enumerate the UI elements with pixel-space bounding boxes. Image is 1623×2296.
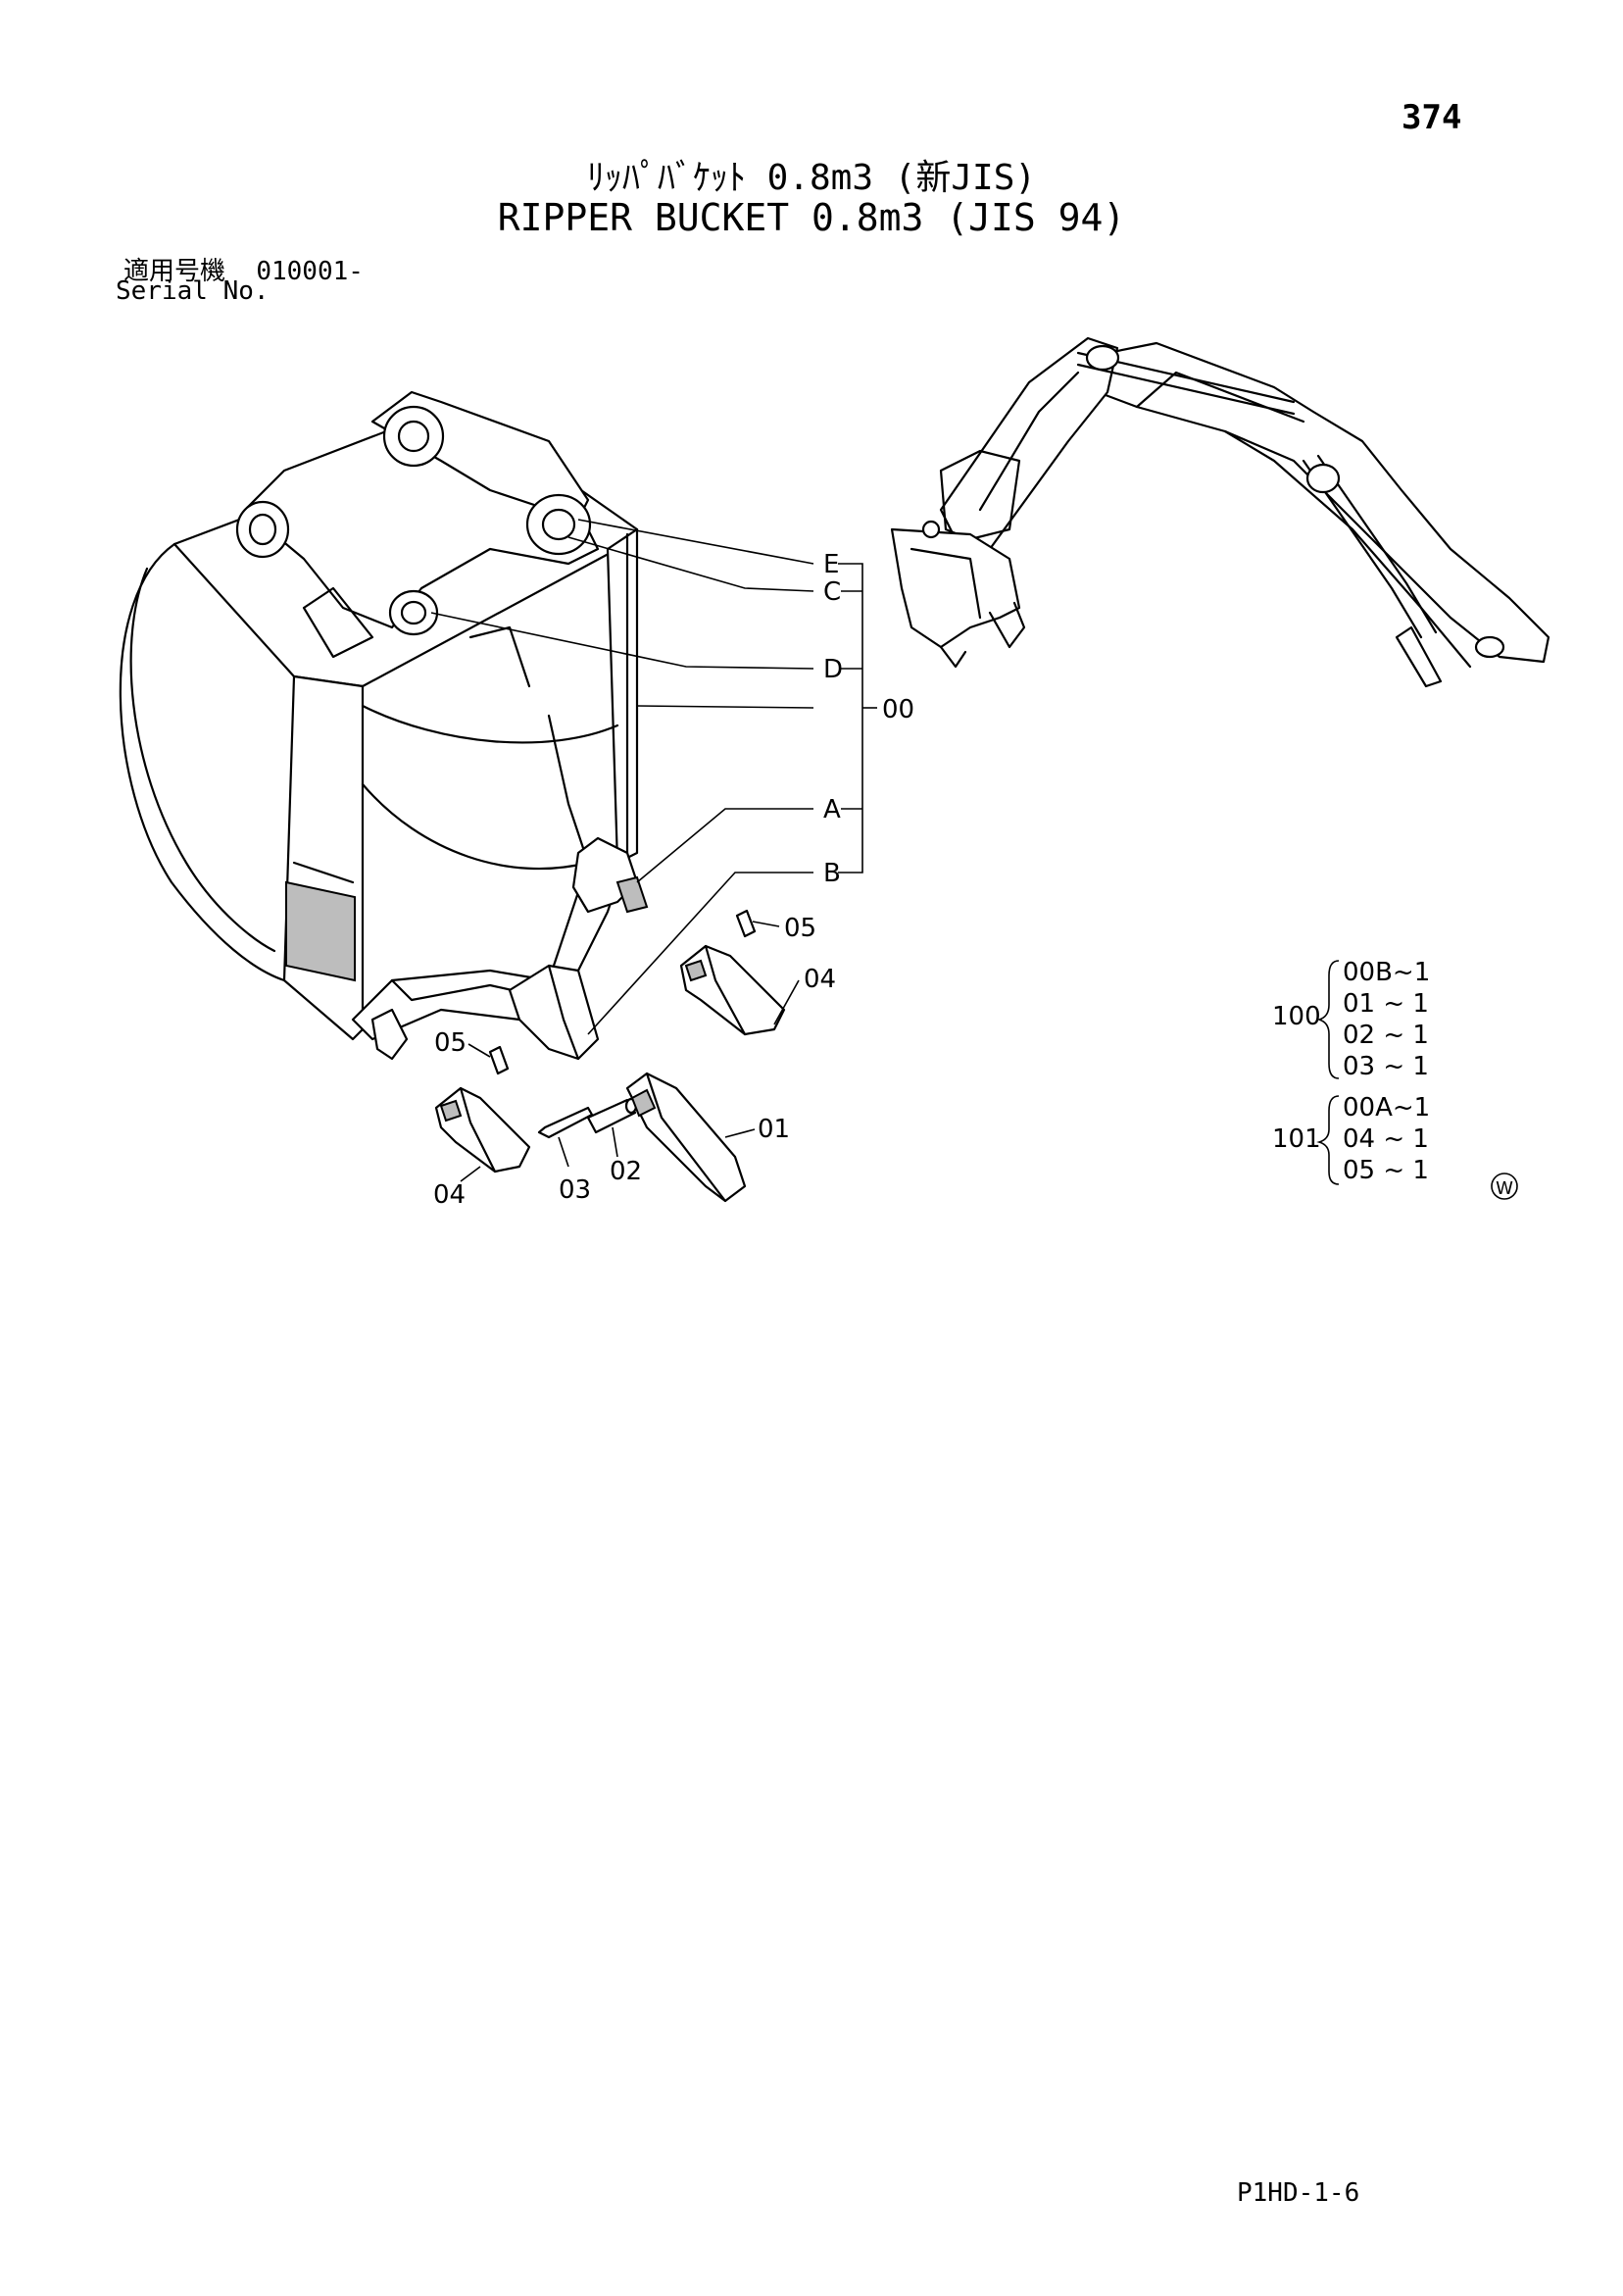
callout-00: 00 xyxy=(882,695,914,724)
w-mark: W xyxy=(1491,1173,1518,1200)
callout-02: 02 xyxy=(610,1157,642,1186)
document-code: P1HD-1-6 xyxy=(1237,2178,1360,2208)
title-japanese: ﾘｯﾊﾟﾊﾞｹｯﾄ 0.8m3 (新JIS) xyxy=(586,158,1037,198)
callout-C: C xyxy=(823,577,841,607)
kit-101-item-1: 00A~1 xyxy=(1343,1093,1430,1123)
kit-101: 101 00A~1 04 ~ 1 05 ~ 1 xyxy=(1272,1093,1430,1185)
title-english: RIPPER BUCKET 0.8m3 (JIS 94) xyxy=(497,196,1126,239)
callout-labels: E C D 00 A B 05 04 05 04 03 02 01 xyxy=(433,550,914,1210)
w-mark-letter: W xyxy=(1496,1178,1513,1199)
kit-100-item-1: 00B~1 xyxy=(1343,958,1430,987)
kit-table: 100 00B~1 01 ~ 1 02 ~ 1 03 ~ 1 101 00A~1… xyxy=(1272,958,1518,1200)
serial-label-jp-text: 適用号機 xyxy=(123,257,226,286)
callout-E: E xyxy=(823,550,839,579)
kit-100-item-4: 03 ~ 1 xyxy=(1343,1052,1429,1081)
kit-101-id: 101 xyxy=(1272,1124,1321,1154)
loose-parts-illustration xyxy=(434,909,786,1203)
callout-D: D xyxy=(823,655,843,684)
ripper-bucket-illustration xyxy=(119,390,649,1061)
callout-B: B xyxy=(823,859,841,888)
leader-lines xyxy=(430,519,877,1182)
kit-100-item-2: 01 ~ 1 xyxy=(1343,989,1429,1019)
callout-04-right: 04 xyxy=(804,965,836,994)
kit-101-item-3: 05 ~ 1 xyxy=(1343,1156,1429,1185)
callout-03: 03 xyxy=(559,1175,591,1205)
kit-100-id: 100 xyxy=(1272,1002,1321,1031)
serial-label-japanese: 適用号機 010001- xyxy=(123,251,364,287)
serial-label-english: Serial No. xyxy=(116,276,270,306)
callout-04-left: 04 xyxy=(433,1180,466,1210)
callout-05-right: 05 xyxy=(784,914,816,943)
kit-100-item-3: 02 ~ 1 xyxy=(1343,1021,1429,1050)
callout-05-left: 05 xyxy=(434,1028,467,1058)
kit-100: 100 00B~1 01 ~ 1 02 ~ 1 03 ~ 1 xyxy=(1272,958,1430,1081)
serial-value: 010001- xyxy=(256,257,364,286)
callout-01: 01 xyxy=(758,1115,790,1144)
callout-A: A xyxy=(823,795,841,824)
page-number: 374 xyxy=(1402,98,1462,137)
kit-101-item-2: 04 ~ 1 xyxy=(1343,1124,1429,1154)
excavator-arm-illustration xyxy=(890,336,1550,688)
